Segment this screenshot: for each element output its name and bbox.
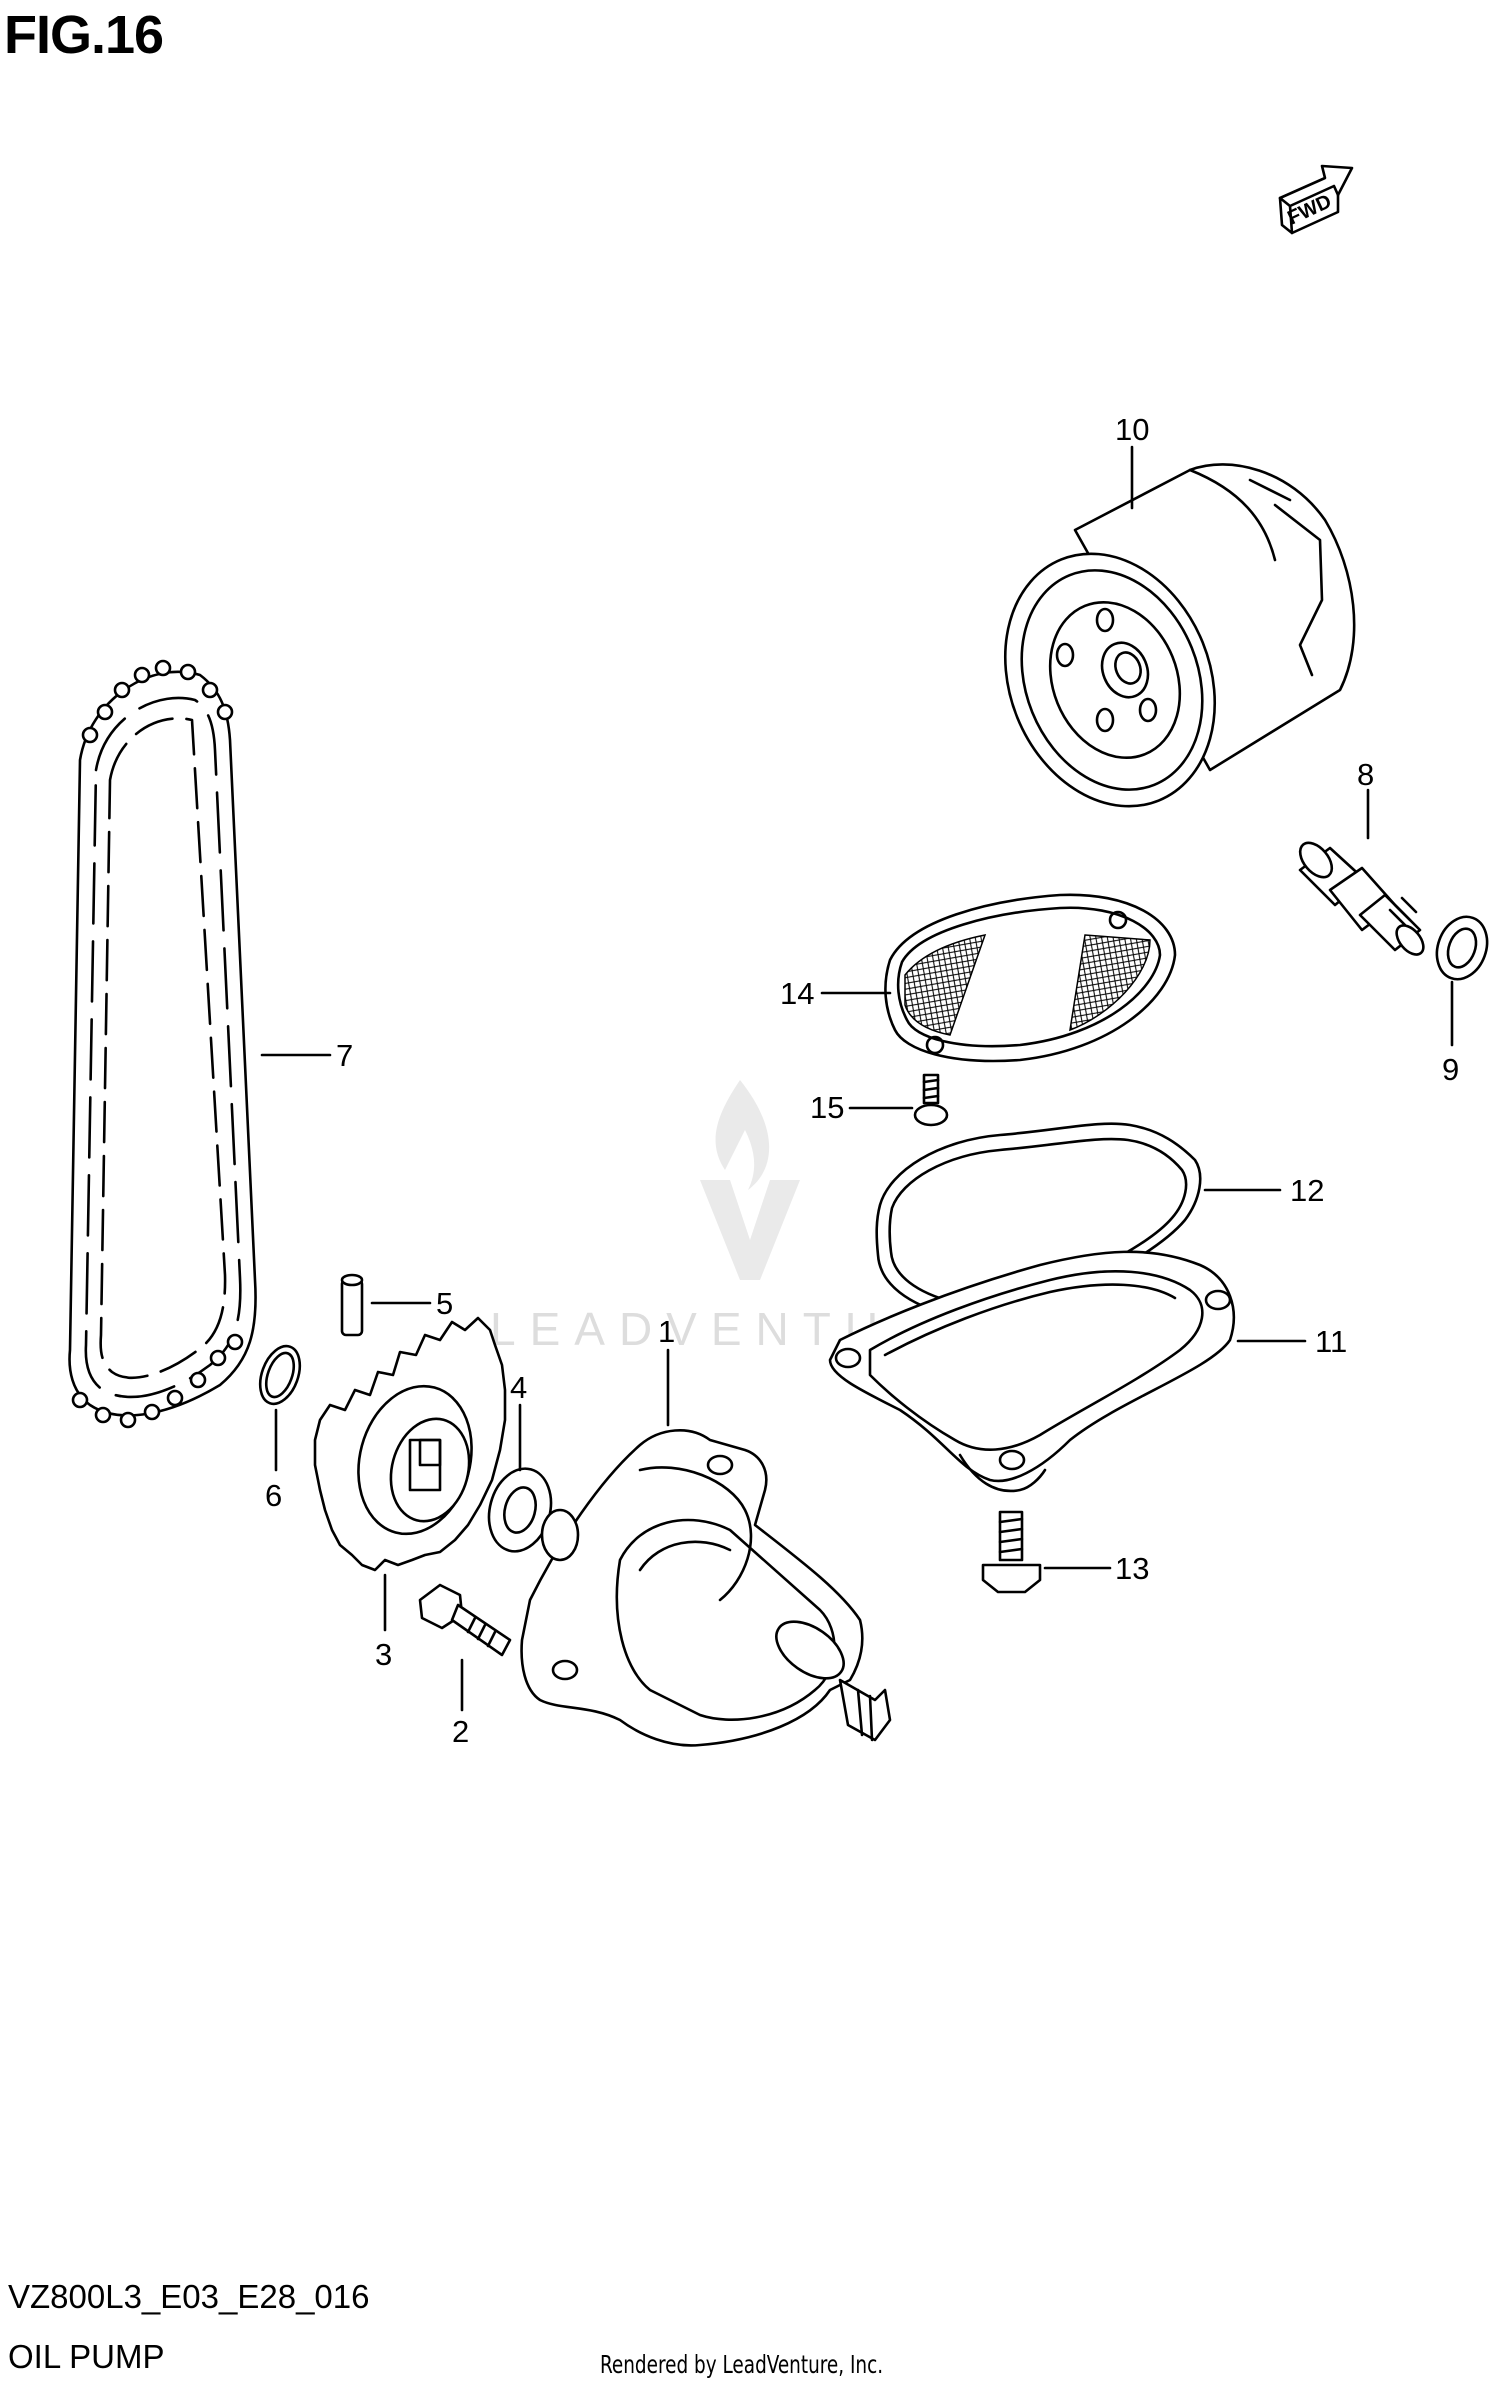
chain-links-top — [81, 659, 234, 744]
callout-1: 1 — [658, 1314, 675, 1349]
part-15-screw — [913, 1073, 949, 1127]
section-caption: OIL PUMP — [8, 2338, 165, 2375]
part-13-bolt — [981, 1510, 1042, 1594]
part-9-washer — [1435, 915, 1489, 981]
figure-title: FIG.16 — [4, 5, 164, 65]
part-12-gasket — [875, 1122, 1202, 1321]
callout-14: 14 — [780, 976, 814, 1011]
chain-links-bottom — [71, 1333, 244, 1429]
forward-direction-arrow: FWD — [1278, 164, 1354, 235]
callout-10: 10 — [1115, 412, 1149, 447]
part-14-oil-strainer — [884, 893, 1177, 1063]
render-credit: Rendered by LeadVenture, Inc. — [600, 2350, 884, 2379]
part-8-union-bolt — [1298, 841, 1425, 956]
part-11-oil-pan-cover — [828, 1250, 1235, 1493]
callout-9: 9 — [1442, 1052, 1459, 1087]
part-5-pin — [340, 1273, 364, 1337]
diagram-code: VZ800L3_E03_E28_016 — [8, 2278, 370, 2315]
callout-2: 2 — [452, 1714, 469, 1749]
callout-11: 11 — [1315, 1324, 1347, 1359]
callout-15: 15 — [810, 1090, 844, 1125]
callout-8: 8 — [1357, 757, 1374, 792]
callout-3: 3 — [375, 1637, 392, 1672]
callout-7: 7 — [336, 1038, 353, 1073]
part-2-bolt — [418, 1583, 512, 1657]
part-3-driven-sprocket — [313, 1316, 507, 1572]
part-6-circlip — [258, 1344, 302, 1406]
callout-13: 13 — [1115, 1551, 1149, 1586]
callout-12: 12 — [1290, 1173, 1324, 1208]
callout-6: 6 — [265, 1478, 282, 1513]
part-10-oil-filter — [1003, 463, 1356, 808]
callout-4: 4 — [510, 1370, 527, 1405]
part-7-drive-chain — [68, 659, 257, 1429]
part-1-oil-pump — [520, 1429, 892, 1747]
callout-5: 5 — [436, 1286, 453, 1321]
